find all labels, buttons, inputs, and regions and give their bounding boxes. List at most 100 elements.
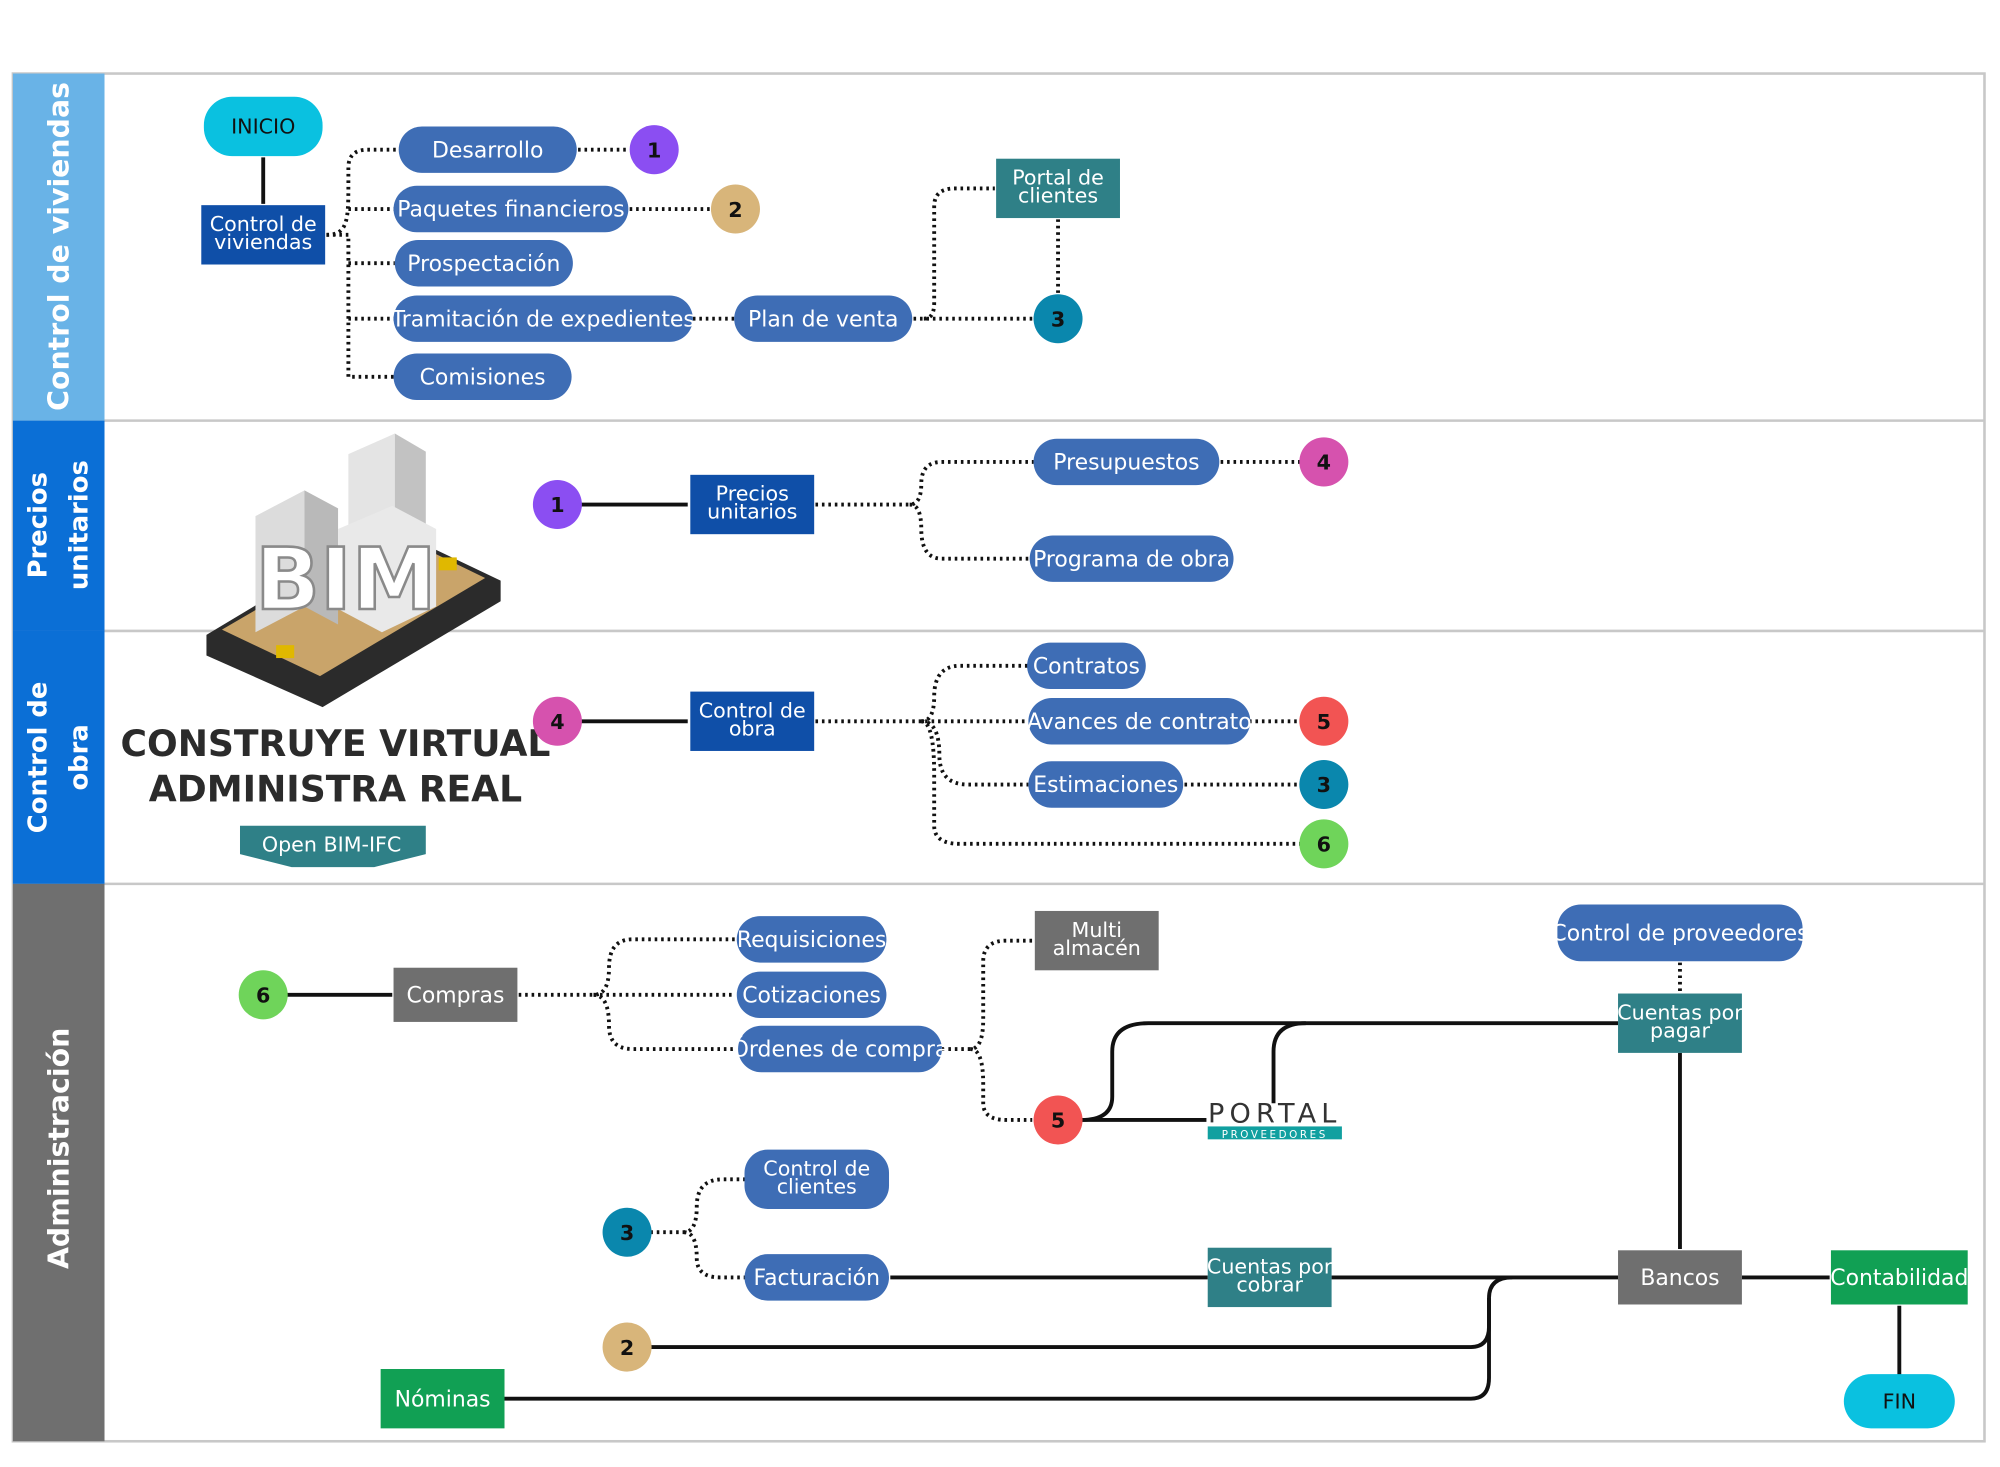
lanes: Control de viviendas Precios unitarios C…	[11, 72, 1986, 1443]
building-mid	[338, 505, 437, 633]
node-shape	[744, 1149, 890, 1210]
lane-header-obra	[12, 630, 105, 884]
connector-circle	[1299, 437, 1349, 487]
tagline-line2: ADMINISTRA REAL	[149, 767, 522, 810]
node-shape	[736, 971, 887, 1019]
link	[326, 232, 395, 379]
node-paquetes: Paquetes financieros	[393, 185, 629, 233]
link	[969, 1047, 1033, 1122]
node-label: Prospectación	[407, 252, 560, 277]
node-label-line: Control de	[699, 698, 806, 722]
node-label-line: clientes	[1018, 184, 1098, 208]
link	[326, 147, 400, 237]
node-label-line: Control de	[763, 1156, 870, 1180]
lane-label-viviendas: Control de viviendas	[42, 82, 75, 411]
lane-header-precios	[12, 420, 105, 631]
node-prospectacion: Prospectación	[394, 239, 573, 287]
node-bancos: Bancos	[1618, 1250, 1742, 1305]
link	[683, 1230, 746, 1280]
connector-circle	[602, 1207, 652, 1257]
node-shape	[394, 239, 573, 287]
lane-header-viviendas	[12, 73, 105, 421]
connector-1: 1	[629, 125, 679, 175]
node-desarrollo: Desarrollo	[398, 126, 577, 173]
building-left-side	[304, 490, 339, 625]
node-label: Paquetes financieros	[397, 198, 624, 223]
connector-number: 6	[1317, 833, 1331, 857]
connector-circle	[238, 970, 288, 1020]
connector-number: 3	[1051, 307, 1065, 331]
connector-number: 5	[1317, 710, 1331, 734]
connector-number: 4	[550, 710, 564, 734]
node-label-line: Cuentas por	[1207, 1255, 1333, 1279]
node-label: Nóminas	[395, 1387, 491, 1412]
lane-label-precios-1: Precios	[23, 472, 53, 578]
connector-circle	[602, 1322, 652, 1372]
node-shape	[393, 295, 693, 342]
open-bim-badge-label: Open BIM-IFC	[262, 833, 401, 857]
node-shape	[1557, 904, 1803, 962]
portal-word: PORTAL	[1208, 1099, 1342, 1130]
node-shape	[744, 1254, 890, 1301]
node-shape	[996, 158, 1120, 219]
node-label: Tramitación de expedientes	[391, 307, 695, 332]
link	[923, 186, 995, 321]
connector-4: 4	[1299, 437, 1349, 487]
node-shape	[1027, 642, 1146, 690]
node-label-line: clientes	[777, 1175, 857, 1199]
node-control-proveedores: Control de proveedores	[1551, 904, 1809, 962]
node-shape	[734, 295, 913, 342]
node-comisiones: Comisiones	[393, 353, 572, 400]
node-label: Programa de obra	[1033, 547, 1230, 572]
node-label-line: cobrar	[1236, 1273, 1303, 1297]
node-tramitacion: Tramitación de expedientes	[391, 295, 695, 342]
link	[650, 1177, 746, 1235]
link	[909, 502, 1029, 561]
node-label: FIN	[1883, 1389, 1916, 1413]
node-label-line: Portal de	[1012, 166, 1104, 190]
node-contratos: Contratos	[1027, 642, 1146, 690]
node-shape	[1028, 761, 1184, 808]
node-shape	[201, 205, 326, 265]
node-label-line: Cuentas por	[1617, 1000, 1743, 1024]
connector-circle	[532, 696, 582, 746]
connector-3: 3	[1033, 294, 1083, 344]
link	[921, 663, 1029, 724]
bim-logo: BIM CONSTRUYE VIRTUAL ADMINISTRA REAL Op…	[121, 433, 551, 868]
link	[1271, 1021, 1306, 1104]
solid-links	[261, 157, 1902, 1401]
node-shape	[1830, 1250, 1968, 1305]
node-label-line: Control de	[210, 212, 317, 236]
link	[503, 1298, 1491, 1401]
excavator-icon	[438, 557, 457, 571]
connector-number: 5	[1051, 1109, 1065, 1133]
connector-2: 2	[602, 1322, 652, 1372]
lane-header-administracion	[12, 883, 105, 1442]
node-label: Requisiciones	[737, 928, 887, 953]
node-inicio: INICIO	[203, 96, 323, 157]
node-plan-venta: Plan de venta	[734, 295, 913, 342]
lane-label-administracion: Administración	[42, 1028, 75, 1269]
bim-text: BIM	[255, 531, 436, 630]
node-presupuestos: Presupuestos	[1033, 438, 1220, 486]
tagline-line1: CONSTRUYE VIRTUAL	[121, 722, 551, 765]
node-label-line: Multi	[1072, 918, 1122, 942]
connector-circle	[1299, 759, 1349, 810]
connector-number: 3	[1317, 773, 1331, 797]
node-label: Facturación	[754, 1266, 880, 1291]
link	[1081, 1021, 1619, 1122]
connector-4: 4	[532, 696, 582, 746]
node-label: Desarrollo	[432, 138, 543, 163]
node-fin: FIN	[1843, 1374, 1955, 1429]
